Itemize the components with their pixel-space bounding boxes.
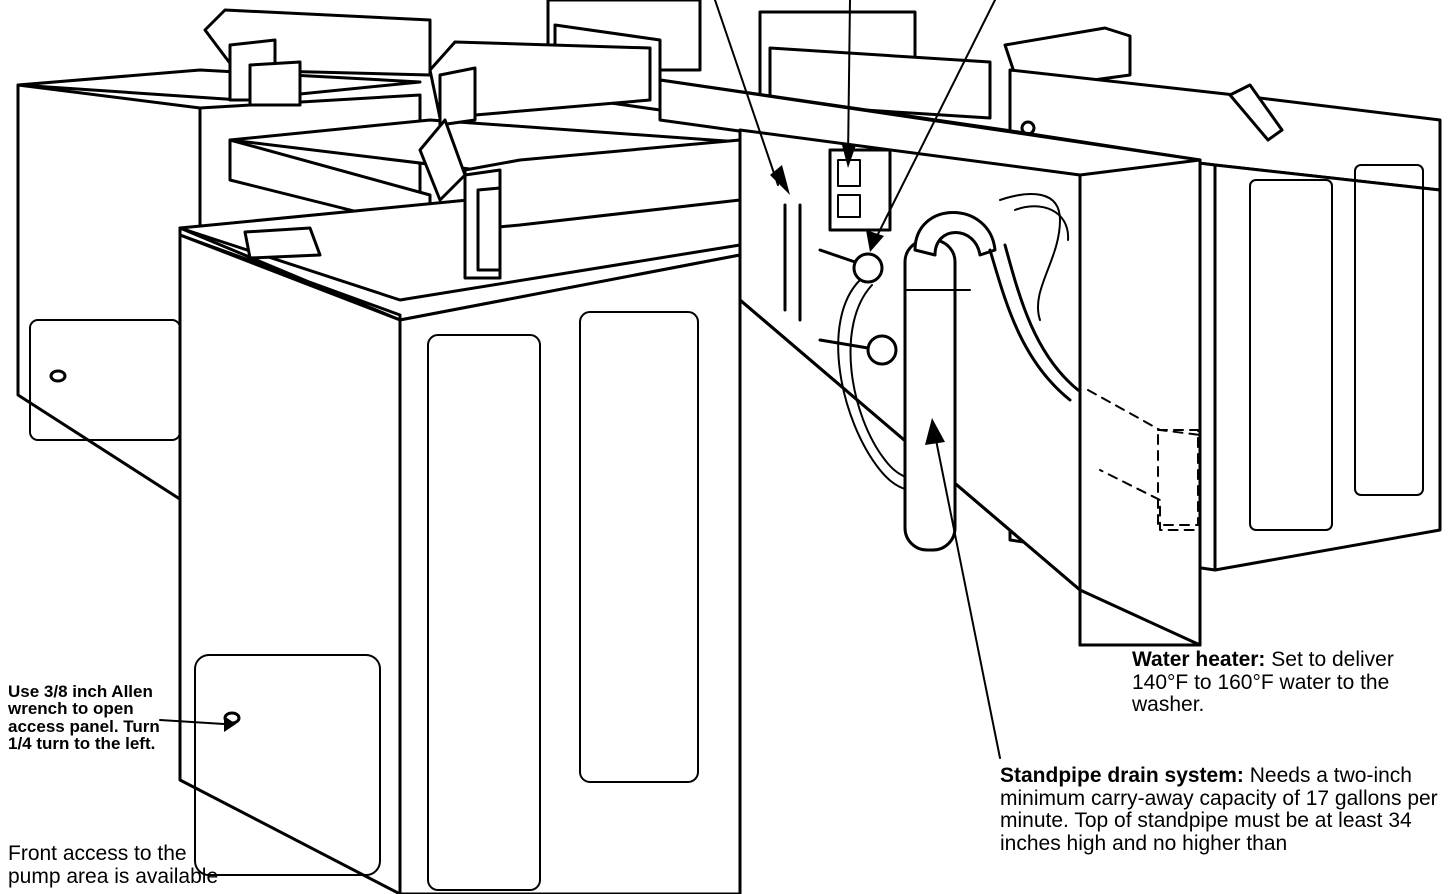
- water-heater-note: Water heater: Set to deliver 140°F to 16…: [1132, 648, 1452, 717]
- water-heater-text: Set to deliver 140°F to 160°F water to t…: [1132, 648, 1394, 717]
- standpipe-text: Needs a two-inch minimum carry-away capa…: [1000, 764, 1438, 856]
- standpipe-label: Standpipe drain system:: [1000, 764, 1244, 787]
- water-heater-label: Water heater:: [1132, 648, 1266, 671]
- open-back-panel: [738, 128, 1202, 647]
- front-access-note: Front access to the pump area is availab…: [8, 842, 219, 888]
- allen-wrench-note: Use 3/8 inch Allen wrench to open access…: [8, 682, 160, 753]
- front-washer: [178, 118, 742, 894]
- standpipe-note: Standpipe drain system: Needs a two-inch…: [1000, 764, 1450, 856]
- allen-wrench-arrow: [159, 716, 236, 732]
- drain-leader-arrow: [925, 418, 1001, 759]
- top-leader-arrows: [714, 0, 996, 252]
